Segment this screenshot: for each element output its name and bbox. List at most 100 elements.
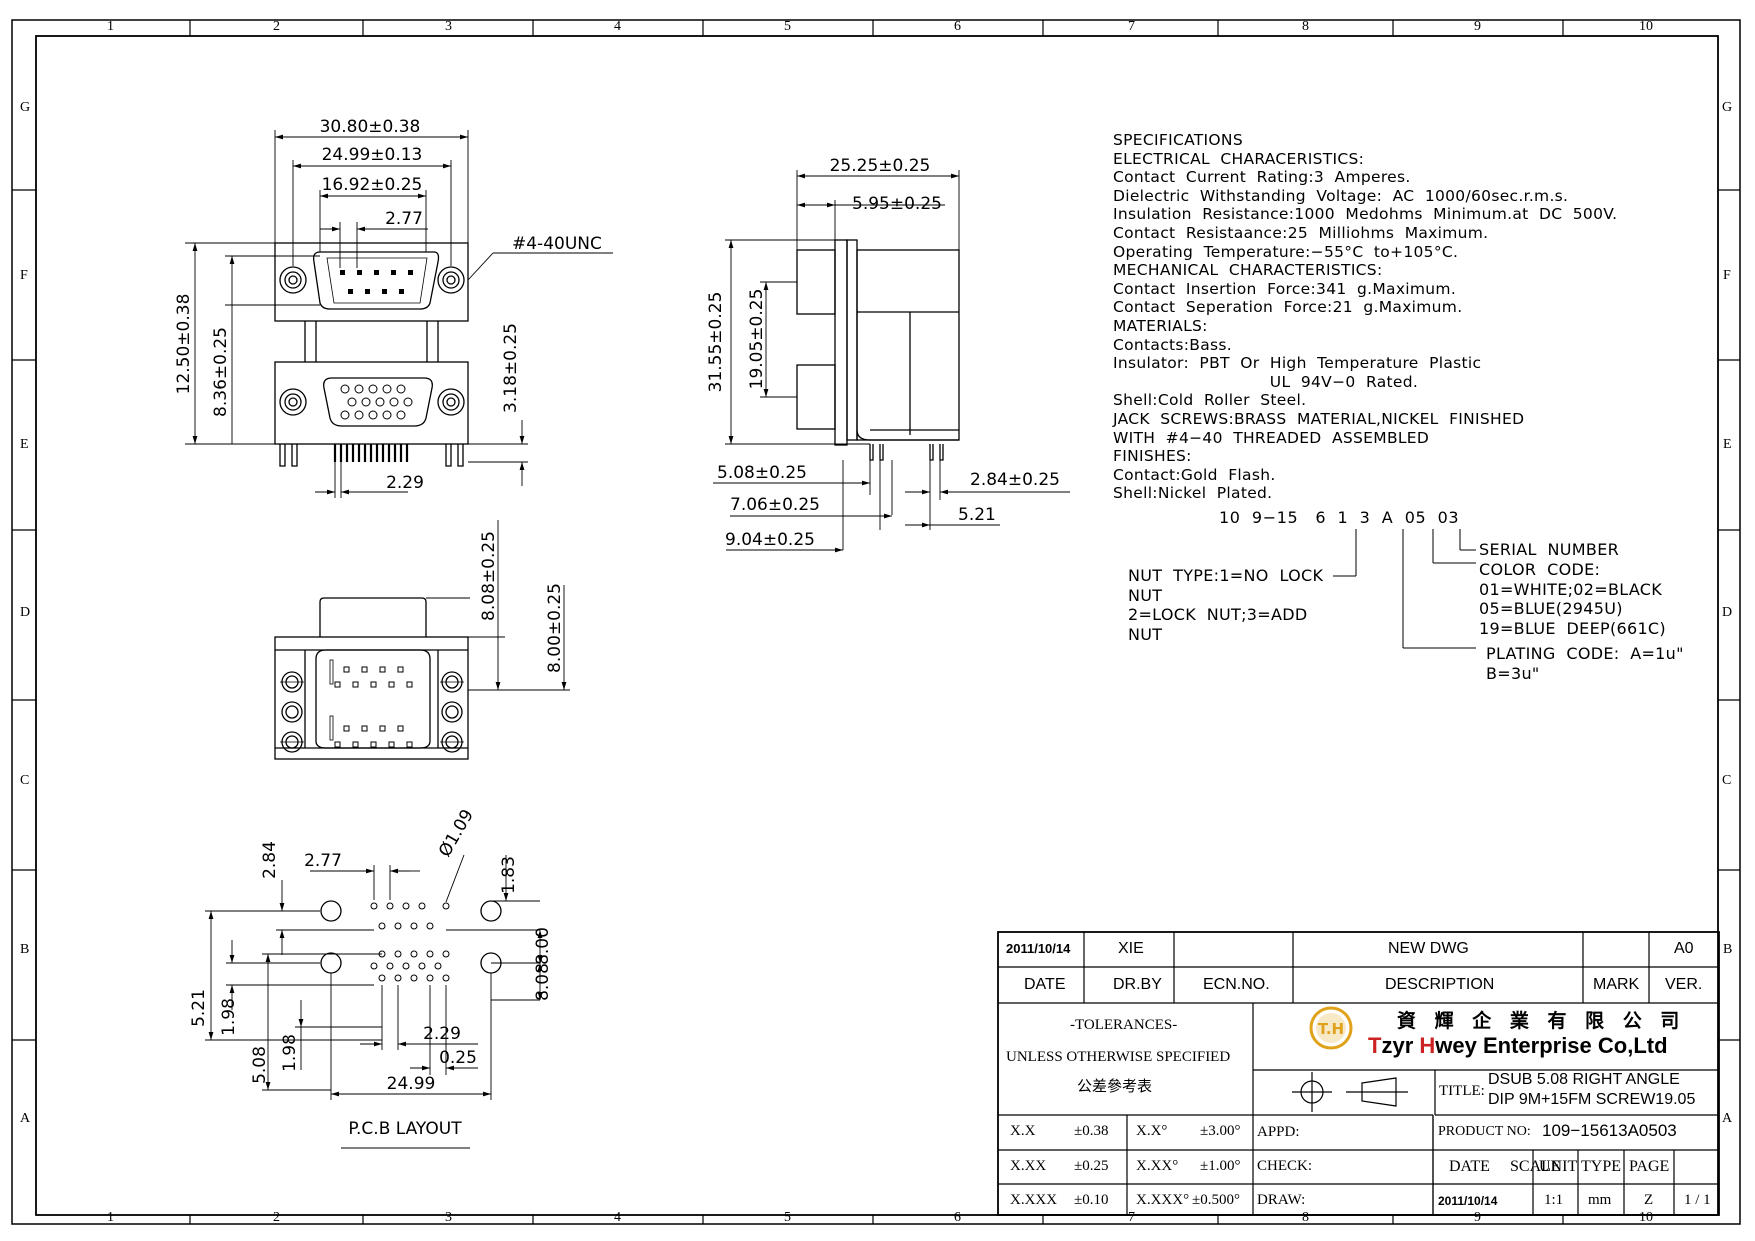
spec-line: JACK SCREWS:BRASS MATERIAL,NICKEL FINISH… bbox=[1113, 409, 1525, 428]
col-3-bottom: 3 bbox=[445, 1210, 452, 1225]
spec-line: Dielectric Withstanding Voltage: AC 1000… bbox=[1113, 186, 1569, 205]
footer-hdr-date: DATE bbox=[1449, 1158, 1490, 1175]
col-7-top: 7 bbox=[1128, 19, 1135, 34]
row-g-left: G bbox=[20, 100, 31, 115]
hdr-drawn-by: DR.BY bbox=[1113, 976, 1162, 993]
dim-3-18: 3.18±0.25 bbox=[501, 323, 521, 413]
spec-line: MATERIALS: bbox=[1113, 316, 1208, 335]
product-no: 109−15613A0503 bbox=[1542, 1121, 1677, 1140]
pcb-dim-24-99: 24.99 bbox=[387, 1074, 436, 1094]
col-8-bottom: 8 bbox=[1302, 1210, 1309, 1225]
pcb-dim-1-83: 1.83 bbox=[499, 856, 519, 894]
front-view-dims bbox=[185, 130, 613, 498]
row-e-right: E bbox=[1723, 437, 1732, 452]
row-a-left: A bbox=[20, 1111, 31, 1126]
row-f-right: F bbox=[1723, 268, 1731, 283]
pcb-dim-0-25: 0.25 bbox=[439, 1048, 477, 1068]
company-en-rest: wey Enterprise Co,Ltd bbox=[1435, 1033, 1668, 1058]
footer-unit: mm bbox=[1588, 1192, 1612, 1208]
col-9-bottom: 9 bbox=[1474, 1210, 1481, 1225]
dim-24-99: 24.99±0.13 bbox=[322, 145, 423, 165]
dim-5-21: 5.21 bbox=[958, 505, 996, 525]
logo: T.H bbox=[1309, 1006, 1353, 1050]
tol-val-3: ±0.10 bbox=[1074, 1192, 1109, 1208]
tolerances-heading: -TOLERANCES- bbox=[1070, 1017, 1178, 1033]
spec-line: Contact Resistaance:25 Milliohms Maximum… bbox=[1113, 223, 1489, 242]
pcb-dim-2-77: 2.77 bbox=[304, 851, 342, 871]
footer-hdr-type: TYPE bbox=[1581, 1158, 1621, 1175]
appd-label: APPD: bbox=[1257, 1124, 1300, 1140]
spec-line: MECHANICAL CHARACTERISTICS: bbox=[1113, 261, 1383, 280]
rev-date: 2011/10/14 bbox=[1006, 941, 1071, 956]
pcb-dims bbox=[205, 854, 543, 1149]
tol-fmt-2: X.XX bbox=[1010, 1158, 1047, 1174]
footer-scale: 1:1 bbox=[1544, 1192, 1564, 1208]
col-10-top: 10 bbox=[1639, 19, 1653, 34]
rev-drawn-by: XIE bbox=[1118, 940, 1144, 957]
footer-page: 1 / 1 bbox=[1684, 1192, 1711, 1208]
tolerances-cn: 公差參考表 bbox=[1077, 1077, 1153, 1095]
dim-9-04: 9.04±0.25 bbox=[725, 530, 815, 550]
dim-8-36: 8.36±0.25 bbox=[211, 327, 231, 417]
dim-8-08: 8.08±0.25 bbox=[479, 531, 499, 621]
spec-line: UL 94V−0 Rated. bbox=[1113, 372, 1419, 391]
nut-type-note: NUT TYPE:1=NO LOCK NUT 2=LOCK NUT;3=ADD … bbox=[1128, 566, 1324, 644]
hdr-description: DESCRIPTION bbox=[1385, 976, 1495, 993]
company-en-h: H bbox=[1419, 1033, 1436, 1058]
col-2-bottom: 2 bbox=[273, 1210, 280, 1225]
tol-val-2: ±0.25 bbox=[1074, 1158, 1109, 1174]
row-e-left: E bbox=[20, 437, 29, 452]
callout-unc: #4-40UNC bbox=[512, 234, 602, 254]
dim-7-06: 7.06±0.25 bbox=[730, 495, 820, 515]
side-view bbox=[796, 239, 960, 461]
front-view bbox=[274, 242, 469, 467]
specifications: SPECIFICATIONS ELECTRICAL CHARACERISTICS… bbox=[1113, 131, 1617, 503]
dim-16-92: 16.92±0.25 bbox=[322, 175, 423, 195]
pcb-dim-1-98b: 1.98 bbox=[280, 1034, 300, 1072]
col-6-top: 6 bbox=[954, 19, 961, 34]
dim-31-55: 31.55±0.25 bbox=[706, 292, 726, 393]
spec-line: Operating Temperature:−55°C to+105°C. bbox=[1113, 242, 1459, 261]
hdr-mark: MARK bbox=[1593, 976, 1640, 993]
hdr-version: VER. bbox=[1665, 976, 1703, 993]
col-6-bottom: 6 bbox=[954, 1210, 961, 1225]
spec-line: ELECTRICAL CHARACERISTICS: bbox=[1113, 149, 1365, 168]
plating-code-note: PLATING CODE: A=1u" B=3u" bbox=[1486, 644, 1684, 683]
footer-date: 2011/10/14 bbox=[1438, 1194, 1498, 1208]
pcb-dim-hole: Ø1.09 bbox=[435, 806, 478, 860]
row-f-left: F bbox=[20, 268, 28, 283]
pcb-dim-2-84: 2.84 bbox=[260, 841, 280, 879]
dim-2-77: 2.77 bbox=[385, 209, 423, 229]
col-7-bottom: 7 bbox=[1128, 1210, 1135, 1225]
footer-hdr-unit: UNIT bbox=[1539, 1158, 1578, 1175]
spec-line: Contacts:Bass. bbox=[1113, 335, 1233, 354]
tolerances-subheading: UNLESS OTHERWISE SPECIFIED bbox=[1006, 1049, 1231, 1065]
col-10-bottom: 10 bbox=[1639, 1210, 1653, 1225]
dim-2-29: 2.29 bbox=[386, 473, 424, 493]
row-g-right: G bbox=[1722, 100, 1733, 115]
spec-line: FINISHES: bbox=[1113, 447, 1192, 466]
dim-25-25: 25.25±0.25 bbox=[830, 156, 931, 176]
spec-line: Contact Current Rating:3 Amperes. bbox=[1113, 168, 1411, 187]
tol-aval-1: ±3.00° bbox=[1200, 1123, 1241, 1139]
top-view-dims bbox=[426, 520, 570, 691]
company-en-t: T bbox=[1368, 1033, 1382, 1058]
dim-12-50: 12.50±0.38 bbox=[174, 294, 194, 395]
draw-label: DRAW: bbox=[1257, 1192, 1306, 1208]
top-view bbox=[274, 597, 469, 760]
color-code-note: COLOR CODE: 01=WHITE;02=BLACK 05=BLUE(29… bbox=[1479, 560, 1666, 638]
rev-version: A0 bbox=[1674, 940, 1694, 957]
top-view-dim-text: 8.08±0.25 8.00±0.25 bbox=[479, 531, 565, 673]
col-9-top: 9 bbox=[1474, 19, 1481, 34]
company-name-en: Tzyr Hwey Enterprise Co,Ltd bbox=[1368, 1033, 1668, 1059]
side-view-dim-text: 25.25±0.25 5.95±0.25 31.55±0.25 19.05±0.… bbox=[706, 156, 1060, 550]
title-line-1: DSUB 5.08 RIGHT ANGLE bbox=[1488, 1071, 1680, 1088]
row-d-left: D bbox=[20, 605, 31, 620]
pcb-caption: P.C.B LAYOUT bbox=[348, 1119, 462, 1139]
col-8-top: 8 bbox=[1302, 19, 1309, 34]
tol-fmt-3: X.XXX bbox=[1010, 1192, 1058, 1208]
col-5-bottom: 5 bbox=[784, 1210, 791, 1225]
dim-8-00: 8.00±0.25 bbox=[545, 583, 565, 673]
row-b-left: B bbox=[20, 942, 30, 957]
